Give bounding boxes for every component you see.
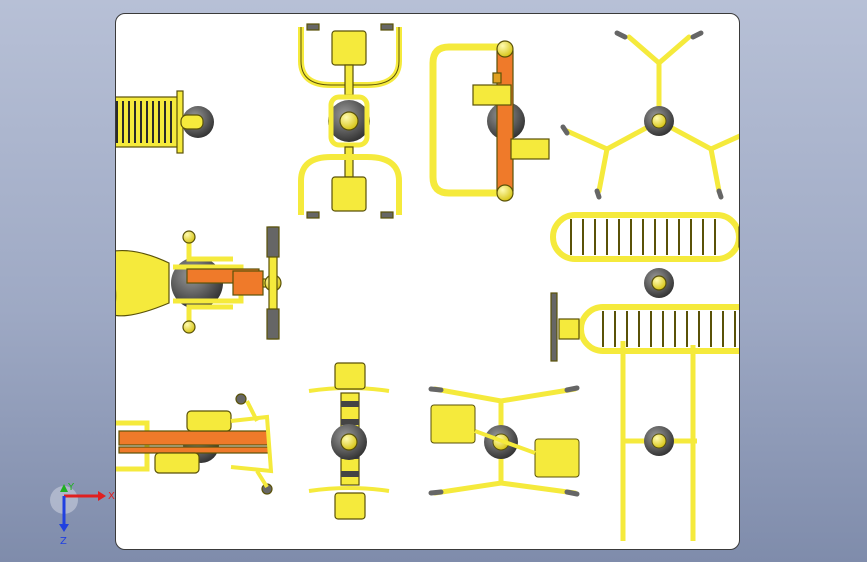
z-axis-arrowhead — [59, 524, 69, 532]
x-axis-arrowhead — [98, 491, 106, 501]
tall-frame-rotator[interactable] — [620, 341, 697, 541]
y-axis-arrowhead — [60, 484, 68, 492]
double-swing-seats[interactable] — [298, 23, 402, 219]
x-axis-label: X — [108, 491, 115, 502]
tri-handle-spinner[interactable] — [560, 30, 739, 200]
z-axis-label: Z — [60, 536, 67, 547]
drawing-viewport[interactable] — [115, 13, 740, 550]
equipment-scene — [116, 23, 739, 541]
x-frame-seats[interactable] — [428, 385, 580, 497]
double-ladder-bench[interactable] — [550, 203, 739, 362]
seat-twister[interactable] — [308, 362, 390, 520]
ladder-roller[interactable] — [116, 90, 214, 154]
saddle-rider[interactable] — [116, 226, 282, 340]
axis-triad: X Y Z — [50, 482, 115, 547]
cross-trainer[interactable] — [116, 393, 274, 495]
y-axis-label: Y — [67, 482, 75, 493]
rowing-station[interactable] — [429, 40, 550, 202]
